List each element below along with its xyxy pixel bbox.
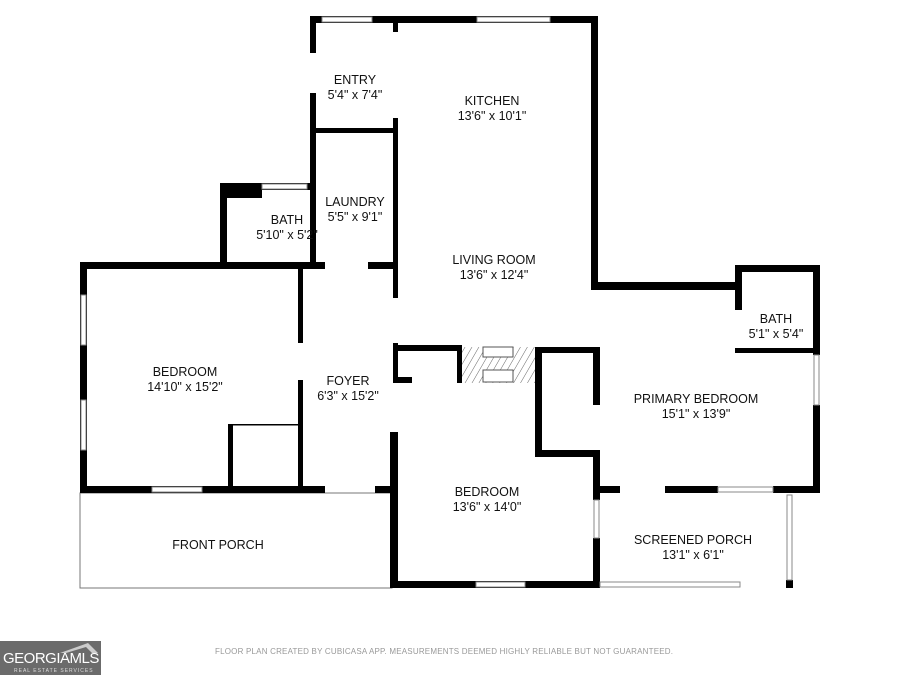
kitchen-name: KITCHEN <box>465 94 520 108</box>
living-name: LIVING ROOM <box>452 253 535 267</box>
disclaimer: FLOOR PLAN CREATED BY CUBICASA APP. MEAS… <box>215 647 674 656</box>
bath2-name: BATH <box>760 312 792 326</box>
bath1-size: 5'10" x 5'2" <box>256 228 318 242</box>
bath1-name: BATH <box>271 213 303 227</box>
primary-size: 15'1" x 13'9" <box>662 407 731 421</box>
logo-main-text: GEORGIAMLS <box>3 650 99 667</box>
screened-size: 13'1" x 6'1" <box>662 548 724 562</box>
front-porch-name: FRONT PORCH <box>172 538 263 552</box>
entry-name: ENTRY <box>334 73 377 87</box>
living-size: 13'6" x 12'4" <box>460 268 529 282</box>
kitchen-size: 13'6" x 10'1" <box>458 109 527 123</box>
walls <box>80 16 820 588</box>
bedroom1-name: BEDROOM <box>153 365 218 379</box>
primary-name: PRIMARY BEDROOM <box>634 392 759 406</box>
screened-name: SCREENED PORCH <box>634 533 752 547</box>
room-labels: ENTRY 5'4" x 7'4" KITCHEN 13'6" x 10'1" … <box>147 73 803 562</box>
georgia-mls-logo: GEORGIAMLS REAL ESTATE SERVICES <box>0 641 101 675</box>
bedroom2-name: BEDROOM <box>455 485 520 499</box>
entry-size: 5'4" x 7'4" <box>328 88 383 102</box>
laundry-size: 5'5" x 9'1" <box>328 210 383 224</box>
foyer-name: FOYER <box>326 374 369 388</box>
logo-sub-text: REAL ESTATE SERVICES <box>14 668 94 674</box>
laundry-name: LAUNDRY <box>325 195 385 209</box>
bath2-size: 5'1" x 5'4" <box>749 327 804 341</box>
windows <box>80 16 820 588</box>
foyer-size: 6'3" x 15'2" <box>317 389 379 403</box>
bedroom1-size: 14'10" x 15'2" <box>147 380 223 394</box>
bedroom2-size: 13'6" x 14'0" <box>453 500 522 514</box>
